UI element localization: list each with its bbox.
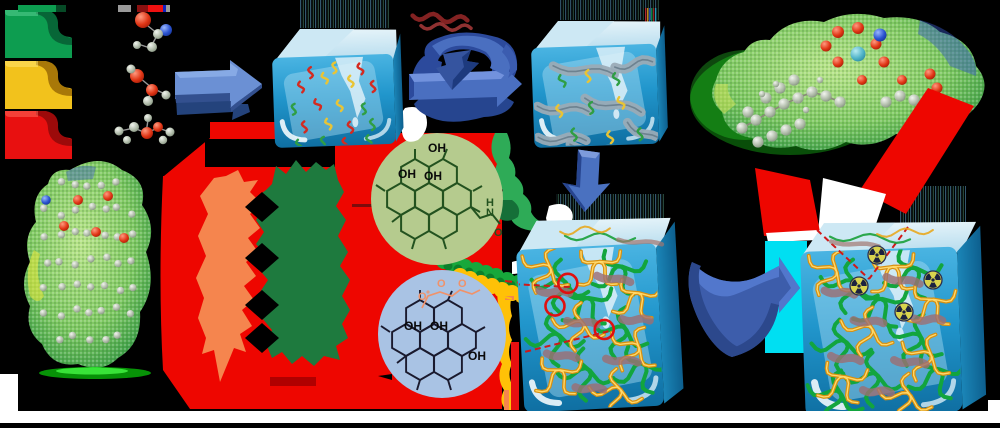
svg-text:O: O — [458, 278, 467, 290]
svg-text:OH: OH — [430, 319, 448, 333]
svg-text:H: H — [486, 197, 494, 209]
svg-text:OH: OH — [404, 319, 422, 333]
svg-text:OH: OH — [424, 169, 442, 183]
svg-text:O: O — [418, 291, 427, 303]
svg-text:N: N — [486, 207, 494, 219]
svg-text:OH: OH — [468, 349, 486, 363]
svg-text:OH: OH — [398, 167, 416, 181]
svg-text:O: O — [494, 227, 503, 239]
svg-text:OH: OH — [428, 141, 446, 155]
svg-text:O: O — [437, 278, 446, 290]
